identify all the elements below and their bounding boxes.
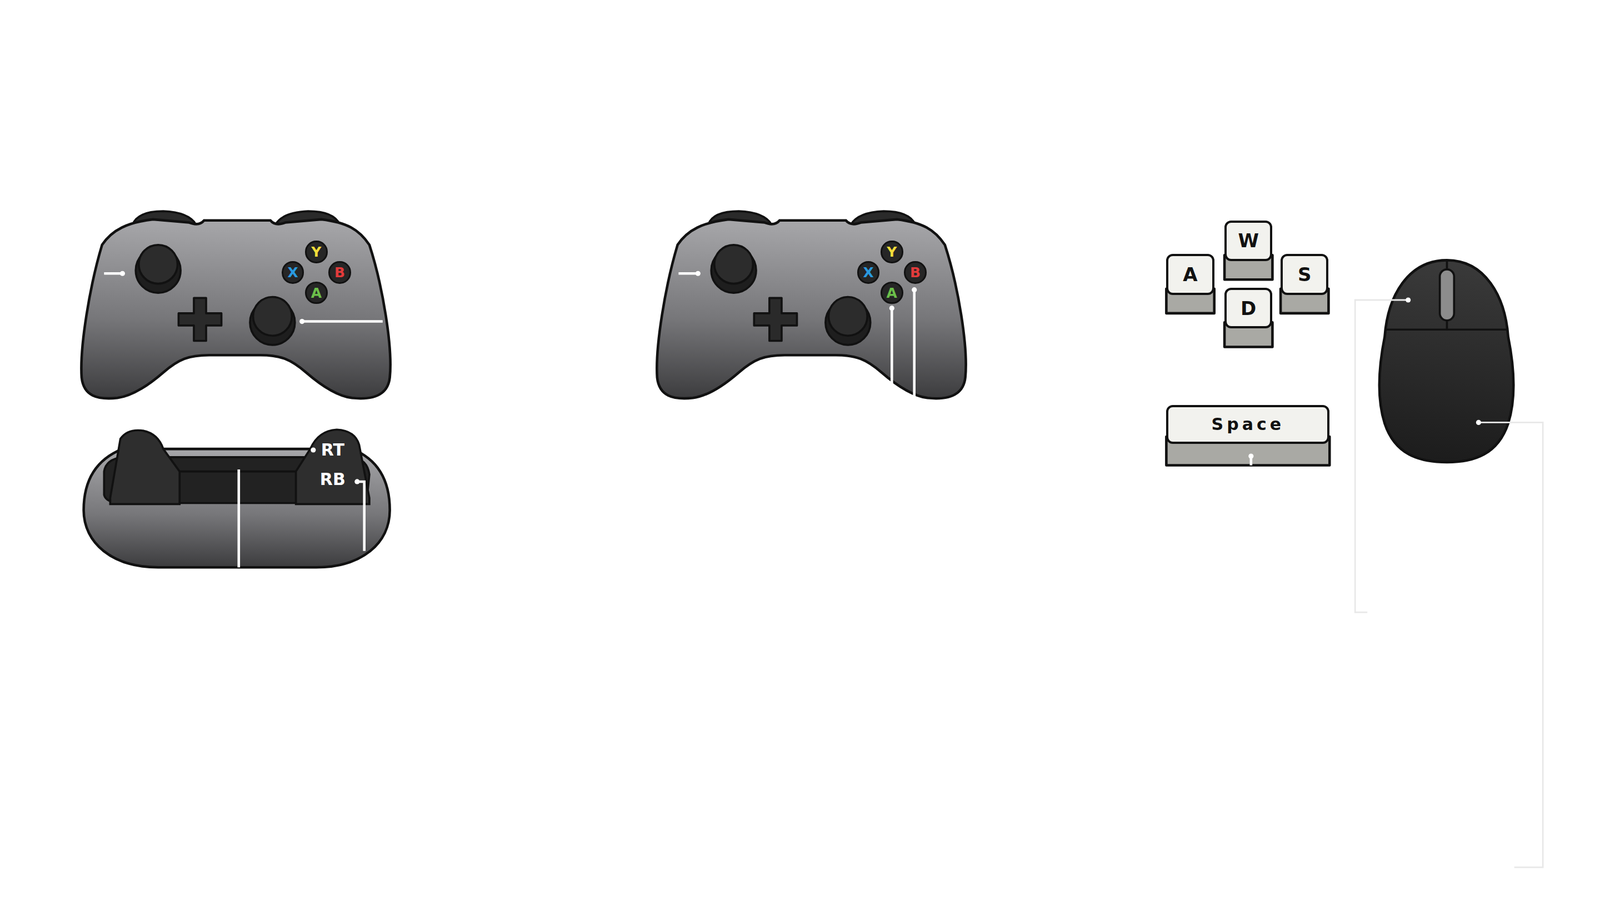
keyboard-key: Space — [1166, 405, 1330, 444]
face-button: X — [857, 261, 880, 284]
face-button: A — [880, 281, 903, 304]
button-letter: B — [334, 265, 345, 280]
button-letter: A — [311, 286, 322, 300]
keyboard-key: S — [1280, 253, 1329, 295]
key-label: Space — [1211, 416, 1285, 433]
key-label: A — [1182, 265, 1198, 284]
face-button: A — [305, 281, 328, 304]
button-letter: Y — [886, 245, 897, 259]
face-button: Y — [305, 240, 328, 263]
button-letter: X — [862, 265, 874, 280]
keyboard-key: W — [1224, 220, 1273, 262]
face-button: B — [328, 261, 351, 284]
key-label: D — [1240, 298, 1257, 318]
face-button: B — [903, 261, 927, 284]
trigger-label: RB — [320, 471, 346, 488]
key-label: S — [1297, 265, 1312, 284]
trigger-label: RT — [321, 441, 345, 459]
button-letter: B — [910, 265, 921, 280]
keyboard-key: D — [1224, 287, 1273, 329]
button-letter: Y — [311, 245, 322, 259]
key-label: W — [1237, 231, 1259, 250]
keyboard-key: A — [1166, 253, 1214, 295]
face-button: X — [281, 261, 304, 284]
face-button: Y — [880, 240, 903, 263]
button-letter: X — [287, 265, 299, 280]
button-letter: A — [886, 286, 898, 300]
